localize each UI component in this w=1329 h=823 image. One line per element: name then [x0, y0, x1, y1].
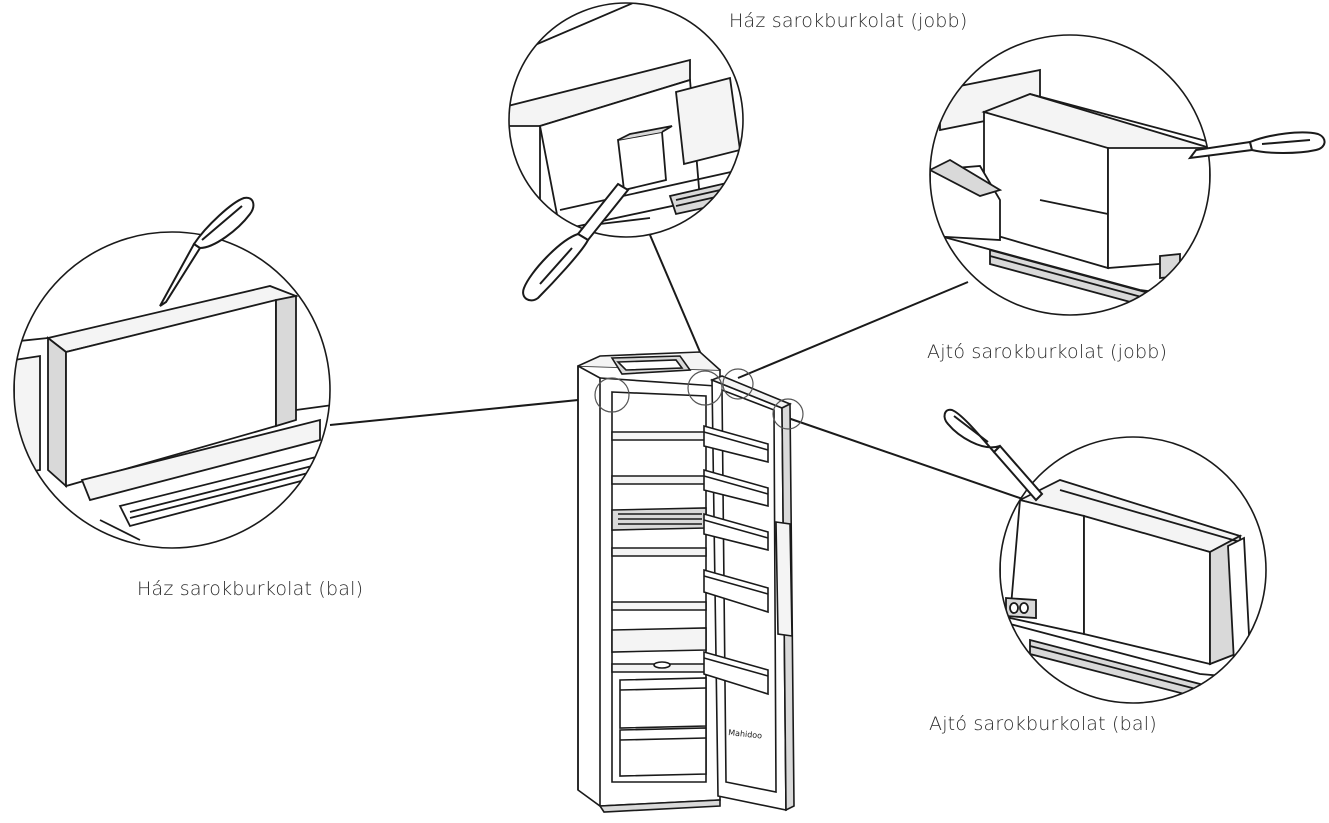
label-house-corner-right: Ház sarokburkolat (jobb) [729, 10, 968, 32]
detail-circle-house-corner-left [13, 196, 331, 549]
screwdriver-icon [943, 408, 1044, 502]
detail-circle-door-corner-right [929, 34, 1326, 316]
fridge-brand-mark: Mahidoo [728, 728, 763, 741]
corner-highlight-circles [594, 368, 804, 430]
screwdriver-icon [159, 196, 255, 307]
refrigerator-drawing [577, 351, 804, 813]
screwdriver-icon [522, 182, 630, 302]
detail-circle-door-corner-left [943, 408, 1267, 704]
fridge-door [703, 375, 795, 812]
screwdriver-icon [1187, 131, 1326, 160]
leader-line-door-left [787, 417, 1041, 506]
detail-circle-house-corner-right [508, 2, 744, 302]
label-door-corner-left: Ajtó sarokburkolat (bal) [929, 713, 1157, 735]
label-house-corner-left: Ház sarokburkolat (bal) [137, 578, 364, 600]
fridge-drawers [619, 677, 707, 777]
label-door-corner-right: Ajtó sarokburkolat (jobb) [927, 341, 1168, 363]
leader-line-door-right [737, 281, 969, 379]
leader-line-house-left [329, 397, 599, 426]
